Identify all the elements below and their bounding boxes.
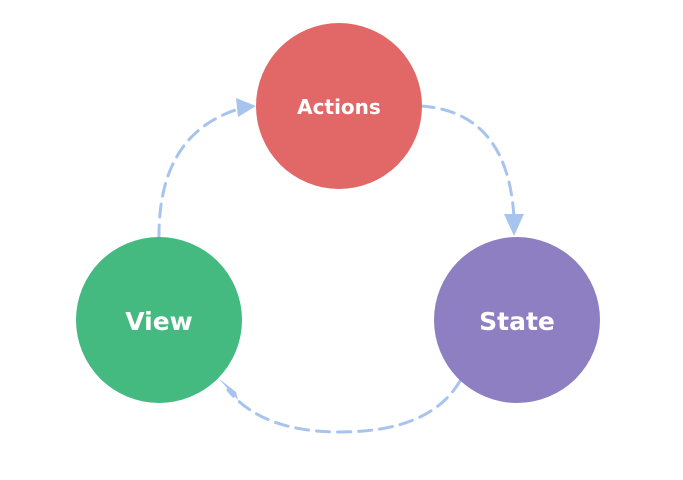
node-state-label: State	[479, 307, 555, 336]
node-state: State	[434, 237, 600, 403]
arrowhead-to-state	[504, 214, 524, 236]
node-view-circle	[76, 237, 242, 403]
node-view-label: View	[125, 307, 193, 336]
edge-actions-to-state	[419, 104, 516, 220]
edge-state-to-view	[226, 379, 462, 434]
node-actions: Actions	[256, 23, 422, 189]
arrowheads	[218, 98, 524, 400]
node-view: View	[76, 237, 242, 403]
node-actions-label: Actions	[297, 95, 381, 119]
node-actions-circle	[256, 23, 422, 189]
connectors	[157, 104, 516, 434]
edge-view-to-actions	[157, 106, 244, 240]
arrowhead-to-view	[218, 378, 238, 400]
arrowhead-to-actions	[236, 98, 256, 117]
node-state-circle	[434, 237, 600, 403]
